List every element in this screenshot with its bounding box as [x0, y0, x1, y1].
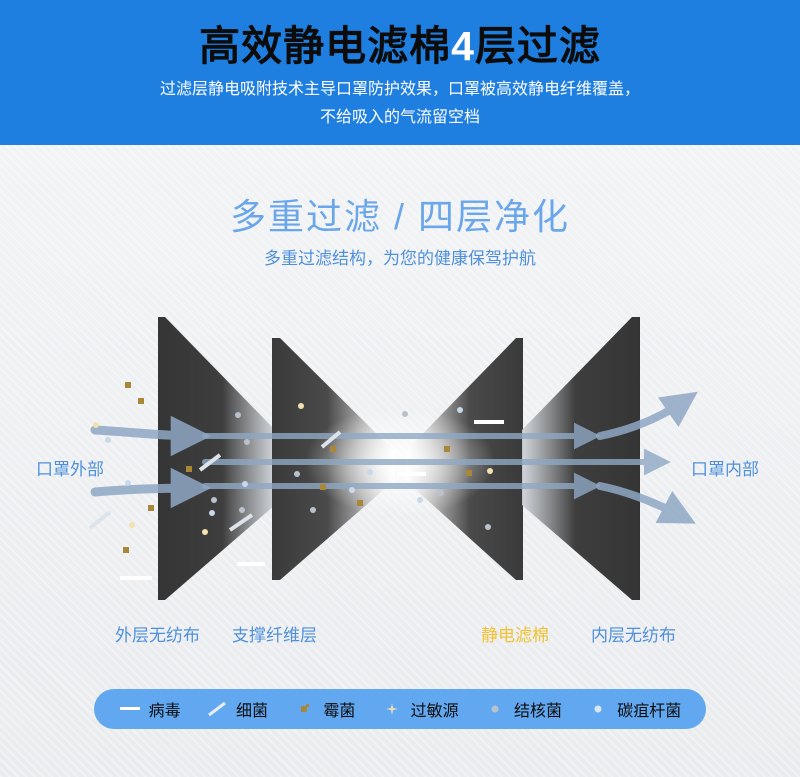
legend-item-bacteria: 细菌: [206, 697, 268, 721]
particle-legend: 病毒 细菌 霉菌 过敏源 结核菌 碳疽杆菌: [94, 689, 706, 729]
bacteria-particle: [88, 510, 112, 530]
header-subtitle-line1: 过滤层静电吸附技术主导口罩防护效果，口罩被高效静电纤维覆盖，: [159, 81, 640, 98]
allergen-icon: [385, 703, 398, 715]
legend-item-anthrax: 碳疽杆菌: [587, 697, 681, 721]
virus-dash-icon: [119, 707, 140, 710]
tuberculosis-particles: [211, 411, 491, 530]
legend-item-tuberculosis: 结核菌: [484, 697, 562, 721]
airflow-arrows: [90, 391, 698, 524]
allergen-particles: [93, 403, 493, 535]
virus-particle: [398, 472, 426, 476]
outside-label: 口罩外部: [36, 460, 104, 479]
title-number: 4: [451, 23, 475, 69]
section-subtitle: 多重过滤结构，为您的健康保驾护航: [264, 249, 536, 268]
layer-inner-nonwoven: [522, 317, 640, 600]
title-suffix: 层过滤: [474, 23, 601, 69]
mold-icon: [301, 704, 310, 712]
section-title: 多重过滤 / 四层净化: [229, 196, 570, 237]
legend-label: 碳疽杆菌: [617, 703, 682, 720]
bacteria-particle: [320, 430, 342, 449]
layer-label-outer: 外层无纺布: [115, 626, 200, 645]
header-banner: 高效静电滤棉4层过滤 过滤层静电吸附技术主导口罩防护效果，口罩被高效静电纤维覆盖…: [0, 0, 800, 145]
title-prefix: 高效静电滤棉: [199, 23, 452, 69]
particles: [88, 382, 504, 580]
legend-item-virus: 病毒: [119, 697, 181, 721]
legend-label: 霉菌: [323, 703, 356, 720]
legend-label: 病毒: [148, 703, 181, 720]
virus-particle: [120, 576, 152, 580]
bacteria-particle: [228, 513, 254, 532]
inside-label: 口罩内部: [691, 460, 759, 479]
virus-particle: [474, 420, 504, 424]
page-title: 高效静电滤棉4层过滤: [0, 12, 800, 72]
anthrax-particles: [105, 407, 463, 516]
legend-label: 细菌: [235, 703, 268, 720]
bacteria-particle: [198, 453, 222, 472]
virus-particle: [237, 562, 265, 566]
legend-label: 结核菌: [513, 703, 562, 720]
tuberculosis-dot-icon: [491, 705, 499, 713]
legend-label: 过敏源: [410, 703, 459, 720]
anthrax-dot-icon: [594, 705, 602, 713]
legend-item-allergen: 过敏源: [381, 697, 459, 721]
mold-particles: [123, 382, 472, 553]
layer-label-inner: 内层无纺布: [591, 626, 676, 645]
layer-label-electrostatic: 静电滤棉: [481, 626, 549, 645]
layer-label-support: 支撑纤维层: [232, 626, 317, 645]
legend-item-mold: 霉菌: [293, 697, 355, 721]
header-subtitle-line2: 不给吸入的气流留空档: [319, 109, 480, 126]
bacteria-slash-icon: [208, 701, 226, 717]
